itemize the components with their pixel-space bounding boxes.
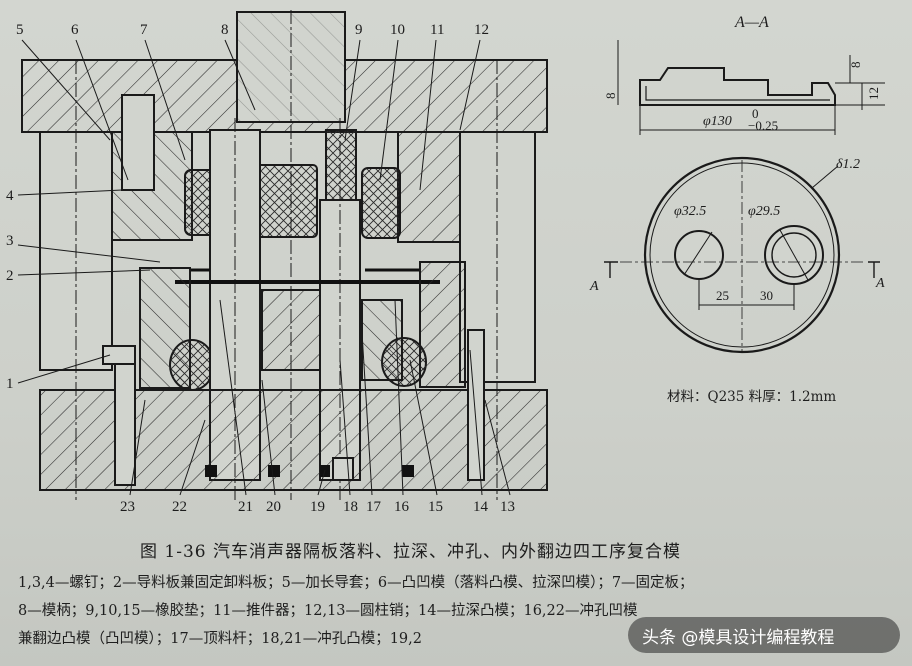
label-3: 3	[6, 233, 14, 249]
watermark-text: 头条 @模具设计编程教程	[642, 627, 835, 648]
label-13: 13	[500, 499, 515, 515]
legend-line-2: 8—模柄；9,10,15—橡胶垫；11—推件器；12,13—圆柱销；14—拉深凸…	[18, 603, 638, 619]
label-8: 8	[221, 22, 229, 38]
label-23: 23	[120, 499, 135, 515]
plan-dimension-text: φ32.5 φ29.5 δ1.2 25 30 A A	[589, 157, 885, 303]
upper-die-plate	[21, 11, 548, 133]
label-9: 9	[355, 22, 363, 38]
dim-outer-diameter: φ130	[703, 114, 732, 129]
dim-tolerance-lower: −0.25	[748, 118, 778, 133]
dim-hole-2: φ29.5	[748, 204, 780, 219]
blank-sheet	[175, 268, 440, 284]
label-10: 10	[390, 22, 405, 38]
label-20: 20	[266, 499, 281, 515]
dim-height-right: 12	[866, 87, 881, 100]
dim-tolerance-upper: 0	[752, 106, 759, 121]
part-number-labels: 5 6 7 8 9 10 11 12 4 3 2 1 23 22 21 20 1…	[6, 22, 515, 515]
watermark-badge: 头条 @模具设计编程教程	[628, 617, 900, 653]
dim-offset-30: 30	[760, 288, 773, 303]
label-1: 1	[6, 376, 14, 392]
label-19: 19	[310, 499, 325, 515]
dim-hole-1: φ32.5	[674, 204, 706, 219]
label-15: 15	[428, 499, 443, 515]
label-11: 11	[430, 22, 444, 38]
part-plan-view	[604, 156, 880, 354]
punch-die-holder	[111, 94, 461, 243]
leader-lines	[17, 39, 511, 496]
legend-line-3: 兼翻边凸模（凸凹模）；17—顶料杆；18,21—冲孔凸模；19,2	[18, 631, 422, 647]
figure-caption: 图 1-36 汽车消声器隔板落料、拉深、冲孔、内外翻边四工序复合模	[140, 542, 681, 562]
label-7: 7	[140, 22, 148, 38]
material-note: 材料：Q235 料厚：1.2mm	[667, 389, 837, 405]
label-2: 2	[6, 268, 14, 284]
part-dimension-text: φ130 0 −0.25 8 8 12	[603, 62, 881, 134]
dim-height-top: 8	[848, 62, 863, 69]
section-view-title: A—A	[735, 14, 769, 31]
label-17: 17	[366, 499, 382, 515]
label-12: 12	[474, 22, 489, 38]
section-mark-right: A	[875, 276, 885, 291]
label-21: 21	[238, 499, 253, 515]
label-14: 14	[473, 499, 489, 515]
label-4: 4	[6, 188, 14, 204]
label-22: 22	[172, 499, 187, 515]
dim-offset-25: 25	[716, 288, 729, 303]
dim-height-left: 8	[603, 93, 618, 100]
label-18: 18	[343, 499, 358, 515]
part-section-view	[617, 40, 885, 135]
dim-thickness-note: δ1.2	[836, 157, 860, 172]
label-16: 16	[394, 499, 410, 515]
label-6: 6	[71, 22, 79, 38]
guide-bushings	[39, 60, 536, 500]
label-5: 5	[16, 22, 24, 38]
lower-die-plate	[39, 329, 548, 491]
legend-line-1: 1,3,4—螺钉；2—导料板兼固定卸料板；5—加长导套；6—凸凹模（落料凸模、拉…	[18, 575, 694, 591]
section-mark-left: A	[589, 279, 599, 294]
